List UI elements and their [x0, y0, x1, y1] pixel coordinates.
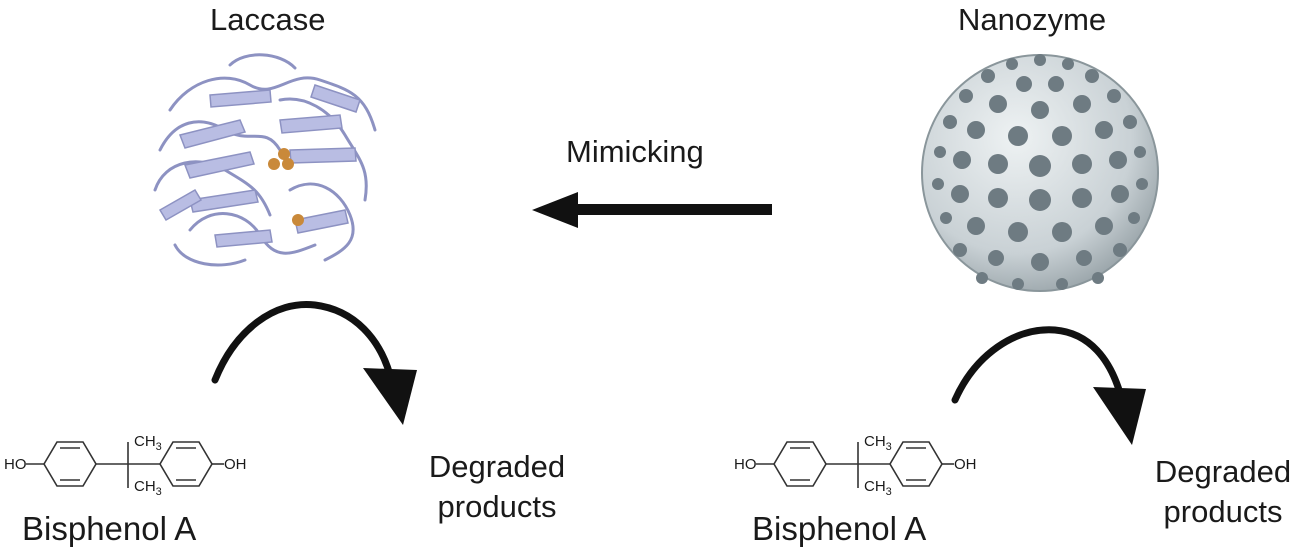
degraded-products-label: Degraded products: [1154, 454, 1292, 529]
hydroxyl-label: HO: [4, 456, 27, 473]
mimicking-label: Mimicking: [566, 134, 704, 169]
hydroxyl-label: OH: [224, 456, 247, 473]
bisphenol-a-structure-right: [756, 441, 954, 488]
bisphenol-a-label: Bisphenol A: [22, 510, 197, 547]
hydroxyl-label: HO: [734, 456, 757, 473]
degraded-products-label: Degraded products: [428, 449, 566, 524]
methyl-label: CH3: [134, 478, 162, 498]
bisphenol-a-label: Bisphenol A: [752, 510, 927, 547]
nanozyme-sphere: [921, 54, 1159, 292]
methyl-label: CH3: [134, 433, 162, 453]
methyl-label: CH3: [864, 433, 892, 453]
bisphenol-a-structure-left: [26, 441, 224, 488]
hydroxyl-label: OH: [954, 456, 977, 473]
protein-sheets: [158, 84, 361, 248]
sphere-dots: [932, 54, 1148, 290]
mimicking-arrow: [532, 192, 772, 228]
reaction-arrow-right: [951, 326, 1146, 445]
copper-atoms: [268, 148, 304, 226]
reaction-arrow-left: [211, 300, 417, 425]
methyl-label: CH3: [864, 478, 892, 498]
nanozyme-title: Nanozyme: [958, 2, 1107, 37]
laccase-title: Laccase: [210, 2, 326, 37]
laccase-protein-structure: [153, 53, 377, 267]
